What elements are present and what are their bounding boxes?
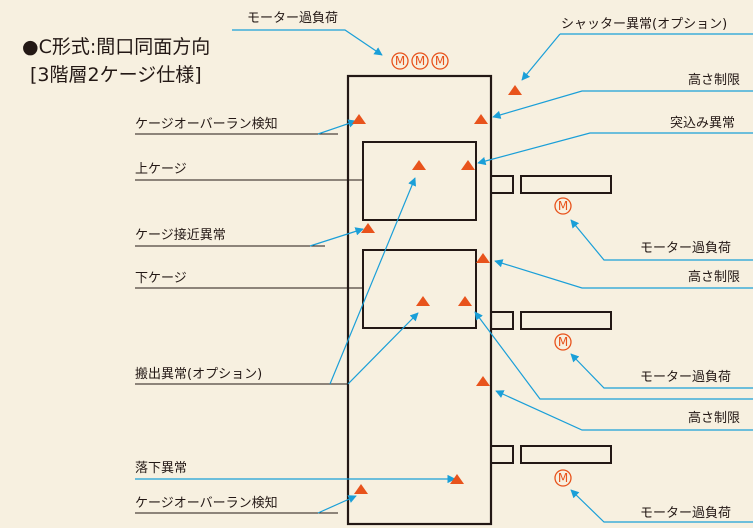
motor-icon-level-2 <box>554 333 572 351</box>
diagram-subtitle: [3階層2ケージ仕様] <box>30 64 202 86</box>
landing-platform-2 <box>520 311 612 330</box>
leader-shutter-error-arrow <box>521 33 561 81</box>
label-motor-overload-3: モーター過負荷 <box>640 506 731 521</box>
label-cage-overrun-bottom: ケージオーバーラン検知 <box>135 495 278 511</box>
motor-letter-level-2: M <box>558 335 568 349</box>
leader-protrusion-lower <box>474 311 753 400</box>
sensor-triangle-upper-cage-a <box>412 160 426 170</box>
label-cage-overrun-top: ケージオーバーラン検知 <box>135 116 278 132</box>
landing-door-1 <box>490 175 514 194</box>
lower-cage-box <box>362 249 477 329</box>
label-motor-overload-top: モーター過負荷 <box>247 11 338 26</box>
motor-letter-top-1: M <box>395 54 405 68</box>
label-height-limit-2: 高さ制限 <box>688 269 740 285</box>
landing-door-3 <box>490 445 514 464</box>
label-cage-approach: ケージ接近異常 <box>135 227 226 243</box>
leader-protrusion-error <box>477 132 753 166</box>
leader-cage-approach-arrow <box>309 227 364 247</box>
label-fall-error: 落下異常 <box>135 461 187 476</box>
label-motor-overload-2: モーター過負荷 <box>640 370 731 385</box>
sensor-triangle-fall <box>450 474 464 484</box>
leader-motor-overload-1 <box>570 219 753 261</box>
upper-cage-box <box>362 141 477 221</box>
leader-height-limit-2 <box>494 259 753 289</box>
motor-icon-top-2 <box>411 52 429 70</box>
sensor-triangle-height-1 <box>474 114 488 124</box>
leader-height-limit-1 <box>492 90 753 119</box>
sensor-triangle-lower-cage-a <box>416 296 430 306</box>
landing-platform-3 <box>520 445 612 464</box>
leader-unload-error-arrow-a <box>329 177 416 385</box>
label-upper-cage: 上ケージ <box>135 162 187 177</box>
motor-letter-top-3: M <box>435 54 445 68</box>
sensor-triangle-upper-cage-b <box>461 160 475 170</box>
label-shutter-error: シャッター異常(オプション) <box>561 17 727 32</box>
leader-cage-overrun-bottom-arrow <box>317 495 357 514</box>
motor-letter-top-2: M <box>415 54 425 68</box>
leader-height-limit-3 <box>495 390 753 431</box>
motor-icon-top-3 <box>431 52 449 70</box>
label-motor-overload-1: モーター過負荷 <box>640 241 731 256</box>
sensor-triangle-overrun-bottom-left <box>354 484 368 494</box>
motor-icon-level-1 <box>554 197 572 215</box>
leader-cage-overrun-top-arrow <box>317 119 357 135</box>
leader-motor-overload-2 <box>570 353 753 389</box>
sensor-triangle-overrun-top-left <box>352 114 366 124</box>
label-unload-error: 搬出異常(オプション) <box>135 367 262 382</box>
landing-door-2 <box>490 311 514 330</box>
leader-motor-overload-3 <box>570 489 753 523</box>
sensor-triangle-approach <box>361 223 375 233</box>
sensor-triangle-height-2 <box>476 253 490 263</box>
motor-icon-top-1 <box>391 52 409 70</box>
sensor-triangle-lower-cage-b <box>458 296 472 306</box>
label-height-limit-1: 高さ制限 <box>688 72 740 88</box>
diagram-title: ●C形式:間口同面方向 <box>22 36 211 58</box>
landing-platform-1 <box>520 175 612 194</box>
tower-frame <box>346 74 493 526</box>
label-protrusion-error: 突込み異常 <box>670 115 735 131</box>
leader-unload-error-arrow-b <box>347 312 419 385</box>
motor-icon-level-3 <box>554 469 572 487</box>
sensor-triangle-shutter <box>508 85 522 95</box>
leader-motor-overload-top <box>232 29 383 56</box>
motor-letter-level-3: M <box>558 471 568 485</box>
motor-letter-level-1: M <box>558 199 568 213</box>
label-height-limit-3: 高さ制限 <box>688 410 740 426</box>
label-lower-cage: 下ケージ <box>135 271 187 286</box>
sensor-triangle-height-3 <box>476 376 490 386</box>
